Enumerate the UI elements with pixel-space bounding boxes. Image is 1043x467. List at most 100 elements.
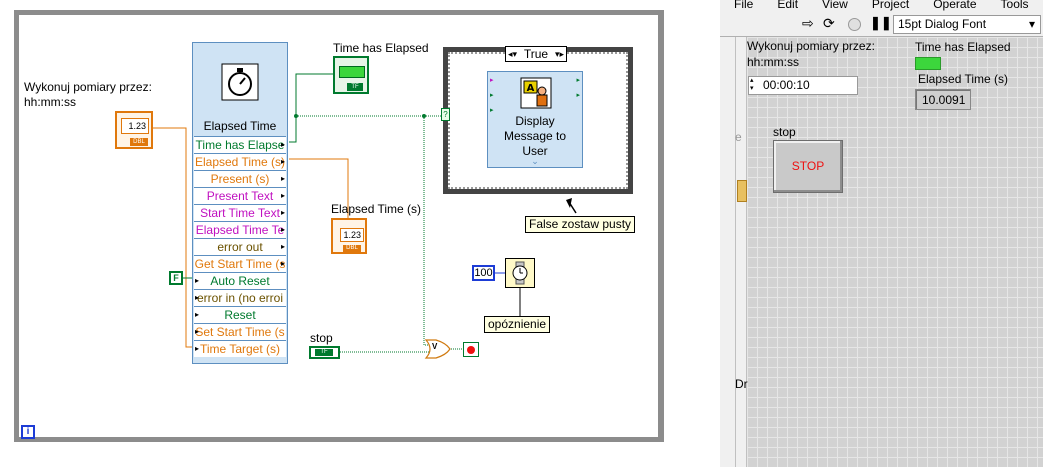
- or-gate: [424, 339, 451, 359]
- menu-item[interactable]: View: [822, 0, 848, 11]
- menu-item[interactable]: File: [734, 0, 754, 11]
- tip-arrow-line: [568, 201, 577, 214]
- stopwatch-icon: [221, 63, 259, 101]
- elapsed-time-indicator[interactable]: 1.23 DBL: [331, 218, 367, 254]
- menu-item[interactable]: Operate: [933, 0, 977, 11]
- input-terminal-icon-2: ▸: [490, 92, 494, 99]
- display-message-title-2: Message to: [503, 129, 567, 143]
- express-terminal[interactable]: error out▸: [194, 238, 286, 255]
- stop-terminal[interactable]: TF: [309, 346, 340, 359]
- express-terminal-label: Auto Reset: [210, 274, 270, 288]
- express-terminal[interactable]: Set Start Time (s▸: [194, 323, 286, 340]
- led-icon: [339, 66, 365, 78]
- express-terminal-label: Time Target (s): [199, 342, 280, 356]
- express-terminal-label: Get Start Time (s: [194, 257, 286, 271]
- output-terminal-icon-2: ▸: [576, 92, 580, 99]
- express-head: Elapsed Time: [193, 43, 287, 136]
- control-numeric: 1.23: [121, 118, 149, 134]
- display-message-title: Display: [515, 114, 555, 128]
- case-selector-value: True: [523, 47, 549, 61]
- elapsed-value: 10.0091: [922, 93, 966, 107]
- express-terminal-label: Reset: [224, 308, 256, 322]
- run-icon[interactable]: ⇨: [802, 15, 814, 31]
- stop-label: stop: [310, 331, 333, 345]
- opoznienie-tip: opóznienie: [484, 316, 551, 333]
- express-terminal-label: Elapsed Time Te: [195, 223, 285, 237]
- font-dropdown[interactable]: 15pt Dialog Font ▾: [893, 15, 1041, 34]
- false-constant[interactable]: F: [169, 271, 183, 285]
- menu-bar: FileEditViewProjectOperateToolsWindo: [720, 0, 1043, 12]
- terminal-arrow-icon: ▸: [195, 293, 200, 302]
- scroll-strip[interactable]: [735, 37, 747, 467]
- elapsed-type: DBL: [343, 245, 361, 252]
- menu-item[interactable]: Edit: [777, 0, 799, 11]
- express-terminal[interactable]: Elapsed Time (s)▸: [194, 153, 286, 170]
- run-continuously-icon[interactable]: ⟳: [823, 15, 835, 31]
- selector-left-icon[interactable]: ◂▾: [508, 49, 518, 59]
- output-terminal-icon: ▸: [576, 77, 580, 84]
- wire-junction: [294, 114, 298, 118]
- express-terminal[interactable]: Start Time Text▸: [194, 204, 286, 221]
- wires: [152, 73, 577, 359]
- elapsed-time-express-vi[interactable]: Elapsed Time Time has Elapse▸Elapsed Tim…: [192, 42, 288, 364]
- display-message-title-3: User: [522, 144, 548, 158]
- terminal-arrow-icon: ▸: [195, 327, 200, 336]
- stop-condition[interactable]: [463, 342, 479, 357]
- case-selector-terminal: ?: [441, 108, 450, 121]
- message-user-icon: A: [520, 77, 552, 109]
- express-terminal-label: error in (no erroi: [196, 291, 284, 305]
- express-terminal[interactable]: Auto Reset▸: [194, 272, 286, 289]
- express-terminal[interactable]: Elapsed Time Te▸: [194, 221, 286, 238]
- case-selector[interactable]: ◂▾ True ▾▸: [505, 46, 567, 62]
- time-has-elapsed-indicator[interactable]: TF: [333, 56, 369, 94]
- iteration-terminal: i: [21, 425, 35, 439]
- expand-chevron-icon[interactable]: ⌄: [531, 156, 539, 166]
- font-dropdown-value: 15pt Dialog Font: [898, 17, 987, 31]
- decrement-icon[interactable]: ▾: [750, 85, 754, 92]
- input-terminal-icon: ▸: [490, 77, 494, 84]
- menu-item[interactable]: Tools: [1000, 0, 1029, 11]
- terminal-arrow-icon: ▸: [280, 157, 285, 166]
- menu-item[interactable]: Project: [871, 0, 910, 11]
- control-type: DBL: [130, 138, 148, 146]
- express-terminal-label: Present (s): [210, 172, 270, 186]
- express-terminal[interactable]: Reset ▸: [194, 306, 286, 323]
- display-message-express-vi[interactable]: A Display Message to User ⌄ ▸ ▸ ▸ ▸ ▸: [487, 71, 583, 168]
- terminal-arrow-icon: ▸: [280, 174, 285, 183]
- express-terminal[interactable]: error in (no erroi▸: [194, 289, 286, 306]
- wait-constant[interactable]: 100: [472, 265, 495, 281]
- selector-right-icon[interactable]: ▾▸: [554, 49, 564, 59]
- terminal-arrow-icon: ▸: [195, 310, 200, 319]
- fp-led-label: Time has Elapsed: [915, 40, 1011, 54]
- stop-condition-icon: [467, 346, 475, 354]
- while-loop[interactable]: [14, 10, 664, 442]
- fp-control-label: Wykonuj pomiary przez:: [747, 39, 875, 53]
- dr-text: Dr: [735, 377, 748, 391]
- wait-function[interactable]: [505, 258, 535, 288]
- stop-button[interactable]: STOP: [773, 140, 843, 193]
- terminal-arrow-icon: ▸: [280, 208, 285, 217]
- express-terminal[interactable]: Time has Elapse▸: [194, 136, 286, 153]
- fp-stop-label: stop: [773, 125, 796, 139]
- fp-elapsed-label: Elapsed Time (s): [918, 72, 1009, 86]
- watch-icon: [512, 261, 528, 285]
- terminal-arrow-icon: ▸: [280, 225, 285, 234]
- time-elapsed-led[interactable]: [915, 57, 941, 70]
- express-terminal[interactable]: Present (s) ▸: [194, 170, 286, 187]
- express-terminal-label: error out: [217, 240, 263, 254]
- express-terminal[interactable]: Time Target (s)▸: [194, 340, 286, 357]
- duration-control[interactable]: ▴ ▾ 00:00:10: [748, 76, 858, 95]
- elapsed-indicator: 10.0091: [915, 89, 971, 110]
- express-terminal-label: Set Start Time (s: [195, 325, 285, 339]
- elapsed-numeric: 1.23: [340, 228, 364, 242]
- control-terminal[interactable]: 1.23 DBL: [115, 111, 153, 149]
- express-terminal[interactable]: Present Text▸: [194, 187, 286, 204]
- wire-control: [152, 127, 194, 348]
- pause-icon[interactable]: ❚❚: [870, 15, 892, 30]
- express-terminal[interactable]: Get Start Time (s▸: [194, 255, 286, 272]
- block-diagram: i Wykonuj pomiary przez: hh:mm:ss 1.23 D…: [14, 10, 664, 442]
- increment-icon[interactable]: ▴: [750, 77, 754, 84]
- express-terminal-label: Start Time Text: [200, 206, 280, 220]
- abort-icon[interactable]: [848, 18, 861, 31]
- duration-value[interactable]: 00:00:10: [763, 78, 810, 92]
